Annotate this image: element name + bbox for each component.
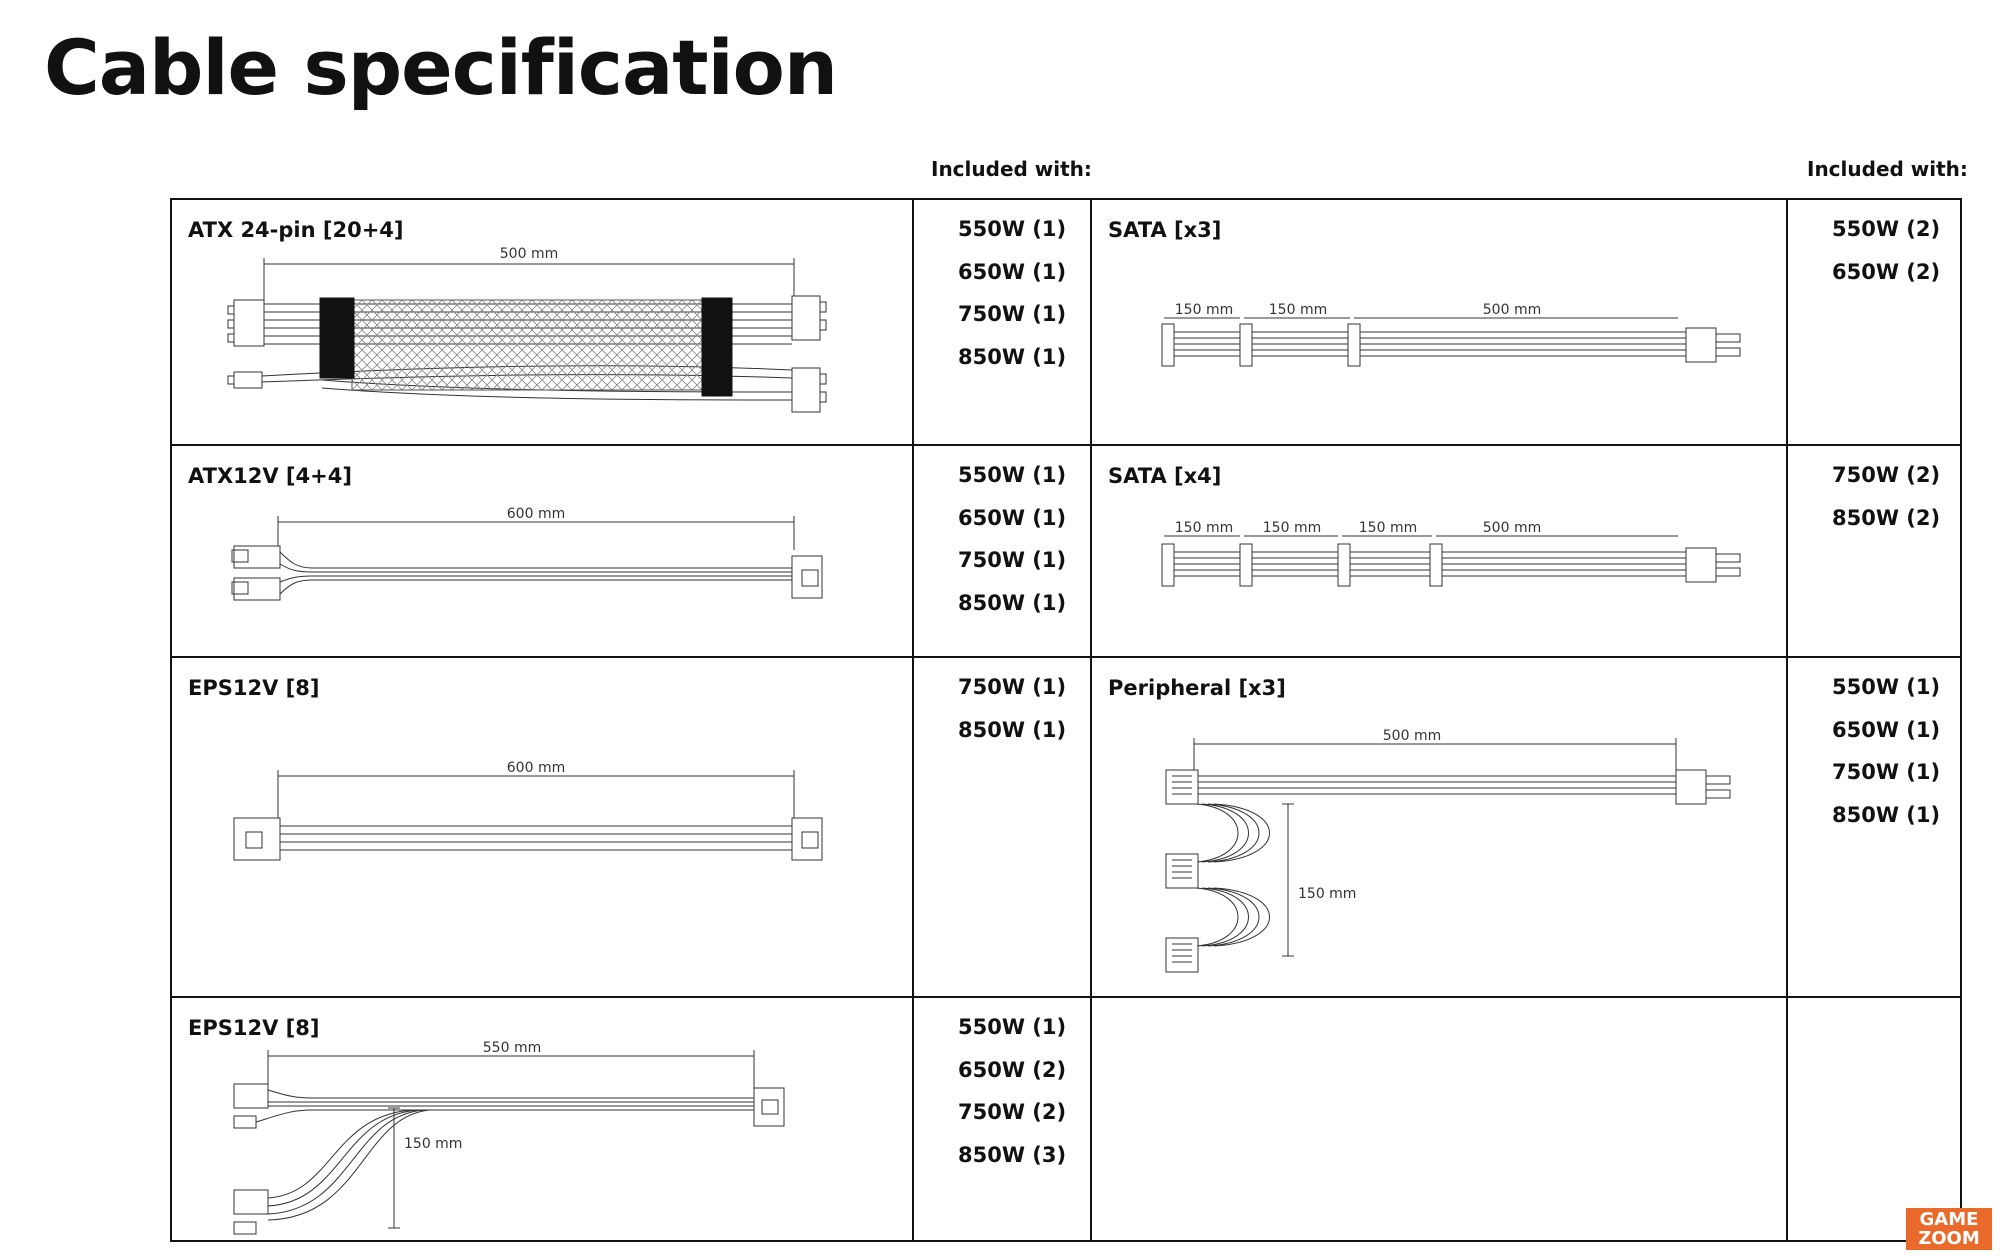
list-item: 750W (1) — [958, 675, 1067, 699]
dim-label: 150 mm — [1298, 886, 1356, 902]
included-list: 750W (2) 850W (2) — [1832, 462, 1940, 547]
list-item: 650W (1) — [1832, 717, 1941, 742]
included-cell: 550W (1) 650W (1) 750W (1) 850W (1) — [912, 444, 1092, 658]
included-cell: 750W (1) 850W (1) — [912, 656, 1092, 998]
logo-line: GAME — [1919, 1209, 1979, 1230]
dim-label: 500 mm — [1383, 728, 1441, 744]
list-item: 850W (1) — [958, 590, 1067, 615]
cable-name: EPS12V [8] — [188, 676, 320, 700]
list-item: 650W (1) — [958, 259, 1067, 284]
cable-name: EPS12V [8] — [188, 1016, 320, 1040]
list-item: 850W (1) — [1832, 802, 1941, 827]
dim-label: 150 mm — [1269, 302, 1327, 318]
list-item: 650W (2) — [1832, 259, 1941, 284]
included-list: 750W (1) 850W (1) — [958, 674, 1066, 759]
list-item: 750W (1) — [958, 302, 1067, 326]
list-item: 550W (1) — [958, 463, 1067, 487]
cable-cell-sata-x3: SATA [x3] 150 mm 150 mm 500 mm — [1090, 198, 1788, 446]
peripheral-x3-cable-drawing: 500 mm 150 mm — [1165, 728, 1731, 973]
list-item: 850W (2) — [1832, 505, 1941, 530]
included-cell: 550W (2) 650W (2) — [1786, 198, 1962, 446]
cable-spec-table: ATX 24-pin [20+4] — [170, 198, 1962, 1242]
list-item: 750W (1) — [958, 548, 1067, 572]
included-list: 550W (1) 650W (1) 750W (1) 850W (1) — [958, 462, 1066, 632]
cable-name: ATX12V [4+4] — [188, 464, 352, 488]
included-list: 550W (1) 650W (1) 750W (1) 850W (1) — [1832, 674, 1940, 844]
table-row: ATX12V [4+4] 600 mm 550W (1) 650W (1) — [170, 444, 1962, 658]
table-row: ATX 24-pin [20+4] — [170, 198, 1962, 446]
list-item: 750W (2) — [1832, 463, 1941, 487]
gamezoom-logo: GAME ZOOM — [1906, 1208, 1992, 1250]
dim-label: 150 mm — [1175, 302, 1233, 318]
list-item: 650W (1) — [958, 505, 1067, 530]
dim-label: 150 mm — [1263, 520, 1321, 536]
list-item: 550W (2) — [1832, 217, 1941, 241]
cable-cell-atx24: ATX 24-pin [20+4] — [170, 198, 914, 446]
list-item: 650W (2) — [958, 1057, 1067, 1082]
cable-cell-eps12v-600: EPS12V [8] 600 mm — [170, 656, 914, 998]
list-item: 750W (1) — [1832, 760, 1941, 784]
included-list: 550W (1) 650W (1) 750W (1) 850W (1) — [958, 216, 1066, 386]
included-cell: 550W (1) 650W (2) 750W (2) 850W (3) — [912, 996, 1092, 1242]
eps12v-550-cable-drawing: 550 mm 150 mm — [233, 1040, 785, 1235]
list-item: 550W (1) — [958, 217, 1067, 241]
list-item: 850W (1) — [958, 717, 1067, 742]
atx12v-cable-drawing: 600 mm — [231, 506, 823, 601]
dim-label: 600 mm — [507, 506, 565, 522]
dim-label: 150 mm — [404, 1136, 462, 1152]
cable-name: SATA [x4] — [1108, 464, 1222, 488]
cable-name: SATA [x3] — [1108, 218, 1222, 242]
included-cell: 550W (1) 650W (1) 750W (1) 850W (1) — [1786, 656, 1962, 998]
cable-name: ATX 24-pin [20+4] — [188, 218, 404, 242]
list-item: 850W (3) — [958, 1142, 1067, 1167]
dim-label: 500 mm — [1483, 520, 1541, 536]
list-item: 850W (1) — [958, 344, 1067, 369]
dim-label: 600 mm — [507, 760, 565, 776]
list-item: 550W (1) — [958, 1015, 1067, 1039]
list-item: 550W (1) — [1832, 675, 1941, 699]
logo-line: ZOOM — [1918, 1228, 1980, 1249]
list-item: 750W (2) — [958, 1100, 1067, 1124]
dim-label: 500 mm — [1483, 302, 1541, 318]
sata-x3-cable-drawing: 150 mm 150 mm 500 mm — [1161, 302, 1741, 367]
dim-label: 550 mm — [483, 1040, 541, 1056]
page-title: Cable specification — [44, 23, 838, 112]
included-with-label-left: Included with: — [931, 157, 1092, 181]
included-list: 550W (2) 650W (2) — [1832, 216, 1940, 301]
dim-label: 150 mm — [1175, 520, 1233, 536]
included-cell: 550W (1) 650W (1) 750W (1) 850W (1) — [912, 198, 1092, 446]
sata-x4-cable-drawing: 150 mm 150 mm 150 mm 500 mm — [1161, 520, 1741, 587]
empty-cell — [1786, 996, 1962, 1242]
cable-cell-atx12v: ATX12V [4+4] 600 mm — [170, 444, 914, 658]
cable-cell-peripheral-x3: Peripheral [x3] 500 mm 150 mm — [1090, 656, 1788, 998]
cable-cell-sata-x4: SATA [x4] 150 mm 150 mm 150 mm 500 mm — [1090, 444, 1788, 658]
dim-label: 150 mm — [1359, 520, 1417, 536]
dim-label: 500 mm — [500, 246, 558, 262]
included-cell: 750W (2) 850W (2) — [1786, 444, 1962, 658]
table-row: EPS12V [8] 550 mm 150 mm — [170, 996, 1962, 1242]
atx24-cable-drawing: 500 mm — [227, 246, 827, 413]
empty-cell — [1090, 996, 1788, 1242]
cable-cell-eps12v-550: EPS12V [8] 550 mm 150 mm — [170, 996, 914, 1242]
cable-name: Peripheral [x3] — [1108, 676, 1286, 700]
eps12v-600-cable-drawing: 600 mm — [233, 760, 823, 861]
included-with-label-right: Included with: — [1807, 157, 1968, 181]
table-row: EPS12V [8] 600 mm 750W (1) 850W (1) — [170, 656, 1962, 998]
included-list: 550W (1) 650W (2) 750W (2) 850W (3) — [958, 1014, 1066, 1184]
